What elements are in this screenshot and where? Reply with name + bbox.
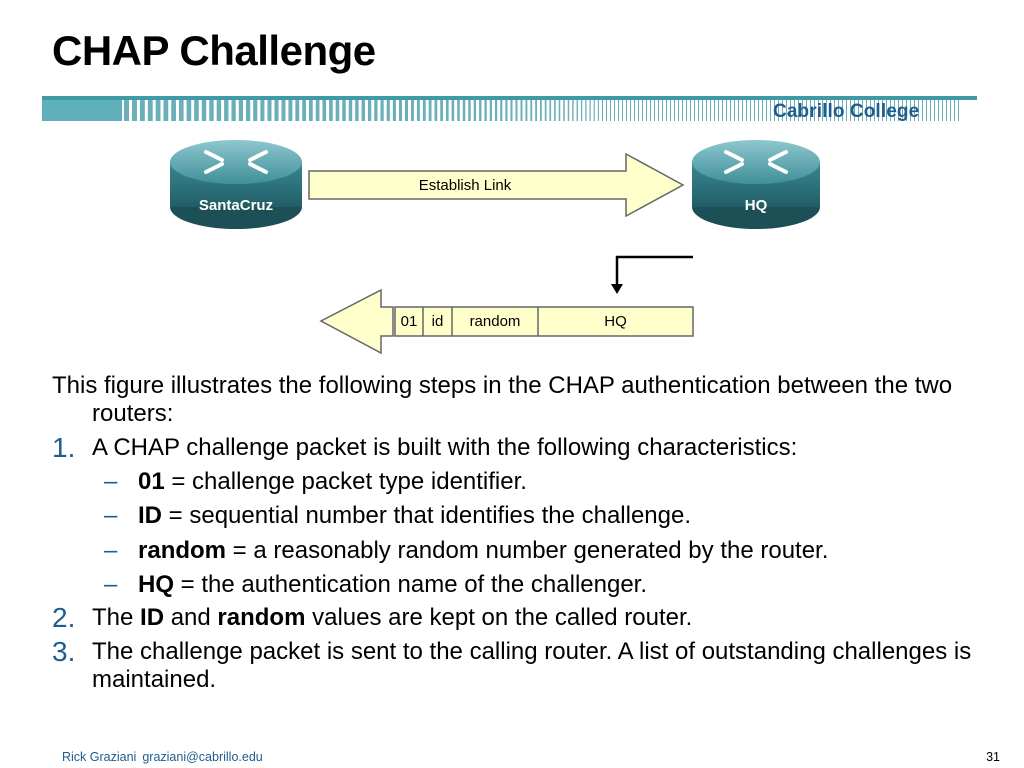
sub-item-desc: = challenge packet type identifier. xyxy=(164,467,527,495)
challenge-return-arrow xyxy=(319,288,394,355)
step-number: 1. xyxy=(52,431,76,463)
router-label-hq: HQ xyxy=(744,197,768,214)
brand-label: Cabrillo College xyxy=(773,101,920,122)
challenge-packet xyxy=(394,306,694,337)
step-text: A CHAP challenge packet is built with th… xyxy=(92,433,798,461)
router-hq-icon xyxy=(692,140,820,229)
step-1: 1. A CHAP challenge packet is built with… xyxy=(52,431,982,463)
packet-field-random: random xyxy=(469,313,521,330)
step-term: random xyxy=(217,604,306,632)
sub-item-term: 01 xyxy=(138,467,165,495)
step-text: and xyxy=(164,604,218,632)
step-2: 2. The ID and random values are kept on … xyxy=(52,602,982,634)
footer-email: graziani@cabrillo.edu xyxy=(142,750,263,764)
step-number: 3. xyxy=(52,635,76,667)
sub-item-desc: = the authentication name of the challen… xyxy=(174,570,648,598)
sub-item-id: – ID = sequential number that identifies… xyxy=(52,502,982,530)
step-text: values are kept on the called router. xyxy=(305,604,693,632)
step-number: 2. xyxy=(52,602,76,634)
packet-field-name: HQ xyxy=(604,313,627,330)
footer-author: Rick Graziani xyxy=(62,750,137,764)
footer: Rick Graziani graziani@cabrillo.edu xyxy=(62,750,263,764)
header-banner xyxy=(42,96,977,121)
sub-item-term: HQ xyxy=(138,570,174,598)
slide-title: CHAP Challenge xyxy=(52,27,376,74)
establish-link-arrow xyxy=(308,152,685,218)
step-3: 3. The challenge packet is sent to the c… xyxy=(52,635,982,695)
sub-item-term: ID xyxy=(138,502,162,530)
sub-item-desc: = sequential number that identifies the … xyxy=(162,502,692,530)
dash-bullet: – xyxy=(104,467,118,495)
router-label-santacruz: SantaCruz xyxy=(198,197,274,214)
sub-item-term: random xyxy=(138,536,227,564)
packet-field-code: 01 xyxy=(400,313,418,330)
dash-bullet: – xyxy=(104,536,118,564)
packet-field-id: id xyxy=(431,313,444,330)
elbow-arrow xyxy=(615,255,693,286)
router-santacruz-icon xyxy=(170,140,302,229)
chap-diagram xyxy=(170,140,820,355)
sub-item-hq: – HQ = the authentication name of the ch… xyxy=(52,571,982,599)
slide-body: This figure illustrates the following st… xyxy=(52,372,982,694)
step-term: ID xyxy=(140,604,165,632)
dash-bullet: – xyxy=(104,570,118,598)
sub-item-random: – random = a reasonably random number ge… xyxy=(52,537,982,565)
page-number: 31 xyxy=(986,750,1000,764)
establish-link-label: Establish Link xyxy=(418,177,512,194)
intro-paragraph: This figure illustrates the following st… xyxy=(52,372,953,428)
step-text: The xyxy=(92,604,141,632)
dash-bullet: – xyxy=(104,502,118,530)
sub-item-01: – 01 = challenge packet type identifier. xyxy=(52,468,982,496)
step-text: The challenge packet is sent to the call… xyxy=(92,637,972,693)
sub-item-desc: = a reasonably random number generated b… xyxy=(226,536,829,564)
